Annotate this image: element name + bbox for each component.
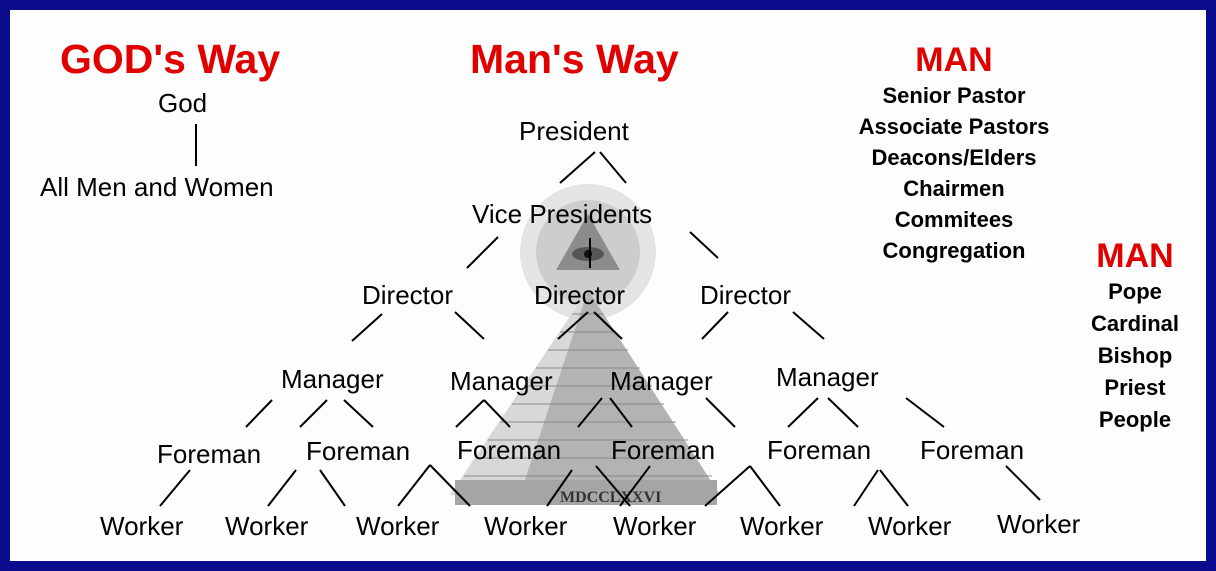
worker-node: Worker — [484, 511, 568, 541]
catholic-list-title: MAN — [1096, 237, 1174, 275]
foreman-node: Foreman — [457, 435, 562, 465]
foreman-node: Foreman — [920, 435, 1025, 465]
connector-lines — [159, 124, 1041, 507]
all-men-and-women-node: All Men and Women — [40, 172, 274, 202]
list-item: Associate Pastors — [858, 114, 1050, 139]
worker-node: Worker — [356, 511, 440, 541]
list-item: Deacons/Elders — [871, 145, 1037, 170]
list-item: Commitees — [894, 207, 1014, 232]
worker-node: Worker — [868, 511, 952, 541]
president-node: President — [519, 116, 629, 146]
catholic-hierarchy-list: MAN Pope Cardinal Bishop Priest People — [1070, 236, 1200, 436]
list-item: Priest — [1104, 375, 1166, 400]
god-node: God — [158, 88, 208, 118]
worker-node: Worker — [997, 509, 1081, 539]
list-item: Chairmen — [903, 176, 1005, 201]
vice-presidents-node: Vice Presidents — [472, 199, 653, 229]
manager-node: Manager — [450, 366, 553, 396]
church-hierarchy-list: MAN Senior Pastor Associate Pastors Deac… — [838, 40, 1070, 266]
manager-node: Manager — [776, 362, 879, 392]
mans-way-heading: Man's Way — [470, 36, 679, 82]
list-item: Congregation — [882, 238, 1026, 263]
worker-node: Worker — [100, 511, 184, 541]
foreman-node: Foreman — [157, 439, 262, 469]
list-item: Cardinal — [1090, 311, 1180, 336]
foreman-node: Foreman — [306, 436, 411, 466]
list-item: People — [1098, 407, 1172, 432]
director-node: Director — [362, 280, 454, 310]
pyramid-inscription: MDCCLXXVI — [560, 489, 661, 506]
director-node: Director — [700, 280, 792, 310]
list-item: Bishop — [1097, 343, 1173, 368]
list-item: Senior Pastor — [882, 83, 1026, 108]
church-list-title: MAN — [915, 41, 993, 79]
manager-node: Manager — [610, 366, 713, 396]
worker-node: Worker — [740, 511, 824, 541]
pyramid-illustration — [450, 214, 720, 505]
worker-node: Worker — [225, 511, 309, 541]
gods-way-heading: GOD's Way — [60, 36, 281, 82]
worker-node: Worker — [613, 511, 697, 541]
director-node: Director — [534, 280, 626, 310]
list-item: Pope — [1108, 279, 1162, 304]
foreman-node: Foreman — [611, 435, 716, 465]
foreman-node: Foreman — [767, 435, 872, 465]
manager-node: Manager — [281, 364, 384, 394]
